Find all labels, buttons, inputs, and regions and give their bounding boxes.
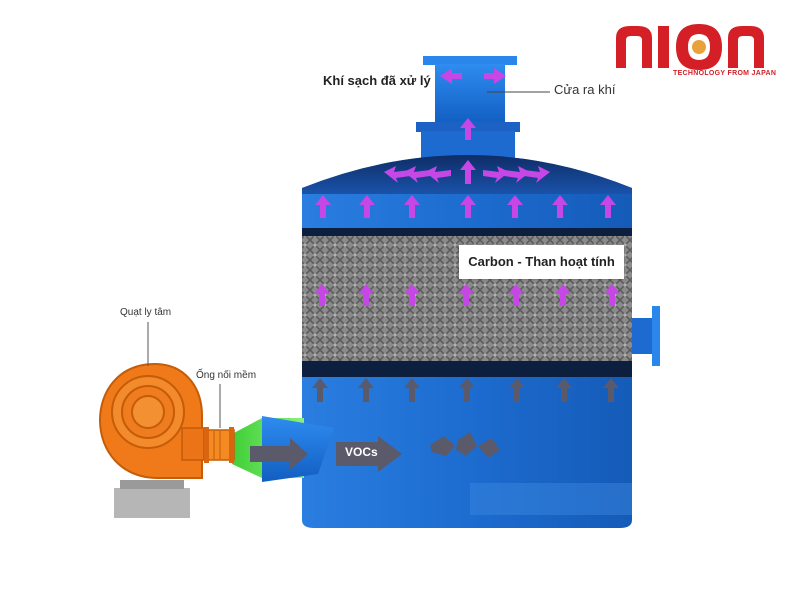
activated-carbon-label: Carbon - Than hoạt tính <box>459 245 624 279</box>
clean-air-label: Khí sạch đã xử lý <box>323 73 431 88</box>
gas-outlet-pipe <box>416 56 520 163</box>
inlet-duct <box>232 416 402 482</box>
side-nozzle <box>632 306 660 366</box>
vocs-flow-arrows <box>312 378 619 458</box>
flexible-joint <box>203 427 235 463</box>
vocs-label: VOCs <box>345 445 378 459</box>
gas-outlet-label: Cửa ra khí <box>554 82 616 97</box>
centrifugal-fan <box>98 362 205 479</box>
nion-logo <box>616 24 764 70</box>
flexible-joint-label: Ống nối mềm <box>196 370 257 381</box>
clean-air-arrows <box>314 68 620 306</box>
logo-tagline: TECHNOLOGY FROM JAPAN <box>673 70 777 77</box>
centrifugal-fan-label: Quạt ly tâm <box>120 307 172 318</box>
fan-base <box>114 480 190 518</box>
